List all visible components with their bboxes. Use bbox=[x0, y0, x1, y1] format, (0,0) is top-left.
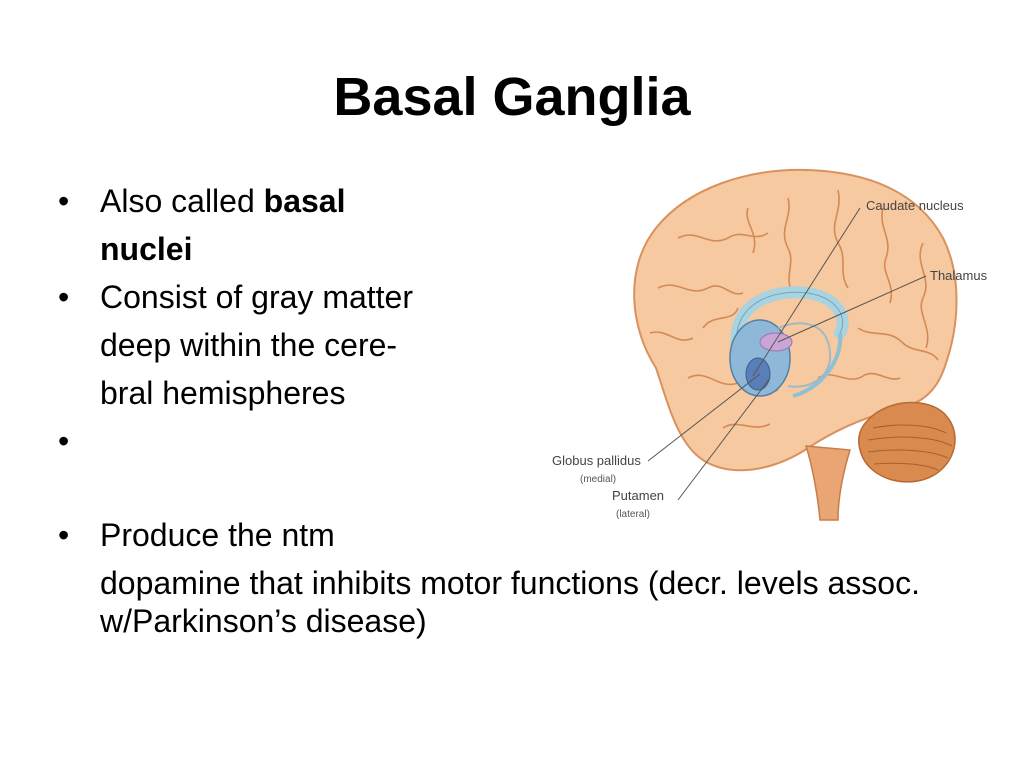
bullet-bold-term: nuclei bbox=[100, 231, 193, 267]
bullet-marker: • bbox=[58, 423, 70, 459]
bullet-marker: • bbox=[58, 279, 70, 315]
bullet-text-part: Also called bbox=[100, 183, 264, 219]
globus-pallidus-shape bbox=[745, 357, 771, 391]
thalamus-shape bbox=[759, 332, 793, 352]
bullet-bold-term: basal bbox=[263, 183, 346, 219]
label-globus-pallidus-sub: (medial) bbox=[580, 474, 616, 485]
bullet-text: Produce the ntm bbox=[100, 517, 335, 553]
label-thalamus: Thalamus bbox=[930, 268, 988, 283]
bullet-marker: • bbox=[58, 517, 70, 553]
bullet-continuation: dopamine that inhibits motor functions (… bbox=[100, 565, 920, 639]
bullet-text: Also called basal bbox=[100, 182, 345, 220]
brain-diagram: Caudate nucleus Thalamus Globus pallidus… bbox=[552, 168, 988, 521]
label-globus-pallidus: Globus pallidus bbox=[552, 453, 641, 468]
cerebrum-shape bbox=[633, 168, 958, 472]
bullet-text: Consist of gray matter bbox=[100, 279, 413, 315]
bullet-continuation: bral hemispheres bbox=[100, 375, 346, 411]
brainstem bbox=[804, 445, 851, 521]
leader-lines bbox=[647, 207, 927, 501]
bullet-continuation: nuclei bbox=[100, 230, 192, 268]
label-putamen: Putamen bbox=[612, 488, 664, 503]
bullet-marker: • bbox=[58, 183, 70, 219]
label-caudate-nucleus: Caudate nucleus bbox=[866, 198, 964, 213]
label-putamen-sub: (lateral) bbox=[616, 509, 650, 520]
cerebellum bbox=[858, 401, 956, 483]
slide-title: Basal Ganglia bbox=[333, 67, 691, 127]
brain-illustration: Caudate nucleus Thalamus Globus pallidus… bbox=[538, 128, 1024, 556]
bullet-continuation: deep within the cere- bbox=[100, 327, 398, 363]
